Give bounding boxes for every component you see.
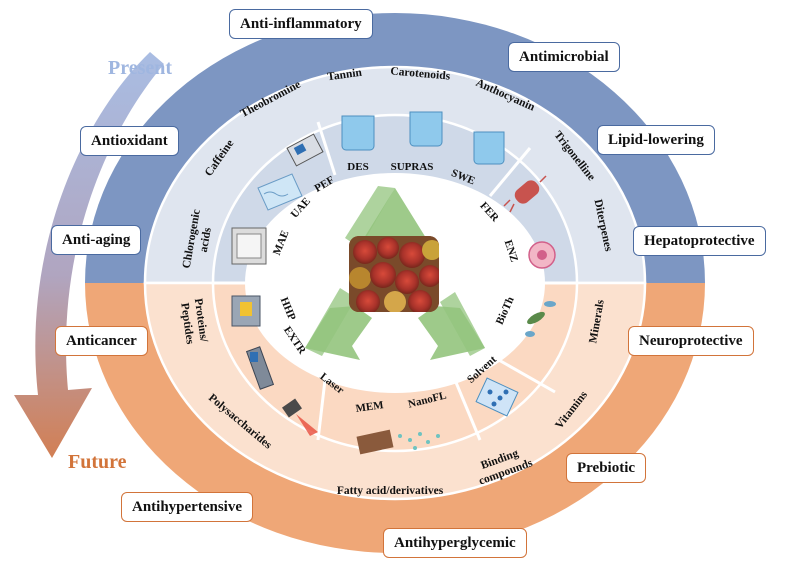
method-sector-dividers	[213, 121, 577, 441]
future-label: Future	[68, 451, 127, 473]
bioactivity-neuroprotective: Neuroprotective	[628, 326, 754, 356]
membrane-icon	[356, 429, 440, 455]
bioactivity-anticancer: Anticancer	[55, 326, 148, 356]
method-supras: SUPRAS	[391, 161, 434, 173]
compound-tannin: Tannin	[327, 67, 364, 84]
extruder-icon	[245, 346, 275, 390]
compound-chlorogenic-line2: acids	[198, 226, 214, 253]
microwave-icon	[231, 227, 267, 265]
recycle-icon	[305, 186, 485, 360]
bioactivity-antimicrobial: Antimicrobial	[508, 42, 620, 72]
bioactivity-anti-aging: Anti-aging	[51, 225, 142, 255]
timeline-arrow	[14, 52, 164, 458]
method-mem: MEM	[355, 399, 385, 415]
coffee-cherry-photo	[349, 236, 439, 312]
present-label: Present	[108, 57, 172, 79]
compound-proteins-line2: Peptides	[178, 302, 196, 345]
ultrasonic-bath-icon	[257, 173, 303, 211]
compound-fatty-acids: Fatty acid/derivatives	[337, 485, 444, 497]
bioactivity-antihypertensive: Antihypertensive	[121, 492, 253, 522]
bioactivity-antioxidant: Antioxidant	[80, 126, 179, 156]
laser-icon	[282, 398, 318, 436]
microbe-icon	[525, 301, 556, 337]
pef-device-icon	[286, 133, 324, 167]
bioactivity-anti-inflammatory: Anti-inflammatory	[229, 9, 373, 39]
beaker-icon	[341, 111, 505, 165]
bioactivity-hepatoprotective: Hepatoprotective	[633, 226, 766, 256]
pressure-vessel-icon	[231, 295, 261, 327]
bacteria-icon	[503, 175, 547, 213]
compound-carotenoids: Carotenoids	[390, 65, 451, 82]
solvent-flask-icon	[475, 377, 519, 417]
enzyme-icon	[528, 241, 556, 269]
method-des: DES	[347, 161, 368, 173]
bioactivity-antihyperglycemic: Antihyperglycemic	[383, 528, 527, 558]
bioactivity-lipid-lowering: Lipid-lowering	[597, 125, 715, 155]
bioactivity-prebiotic: Prebiotic	[566, 453, 647, 483]
